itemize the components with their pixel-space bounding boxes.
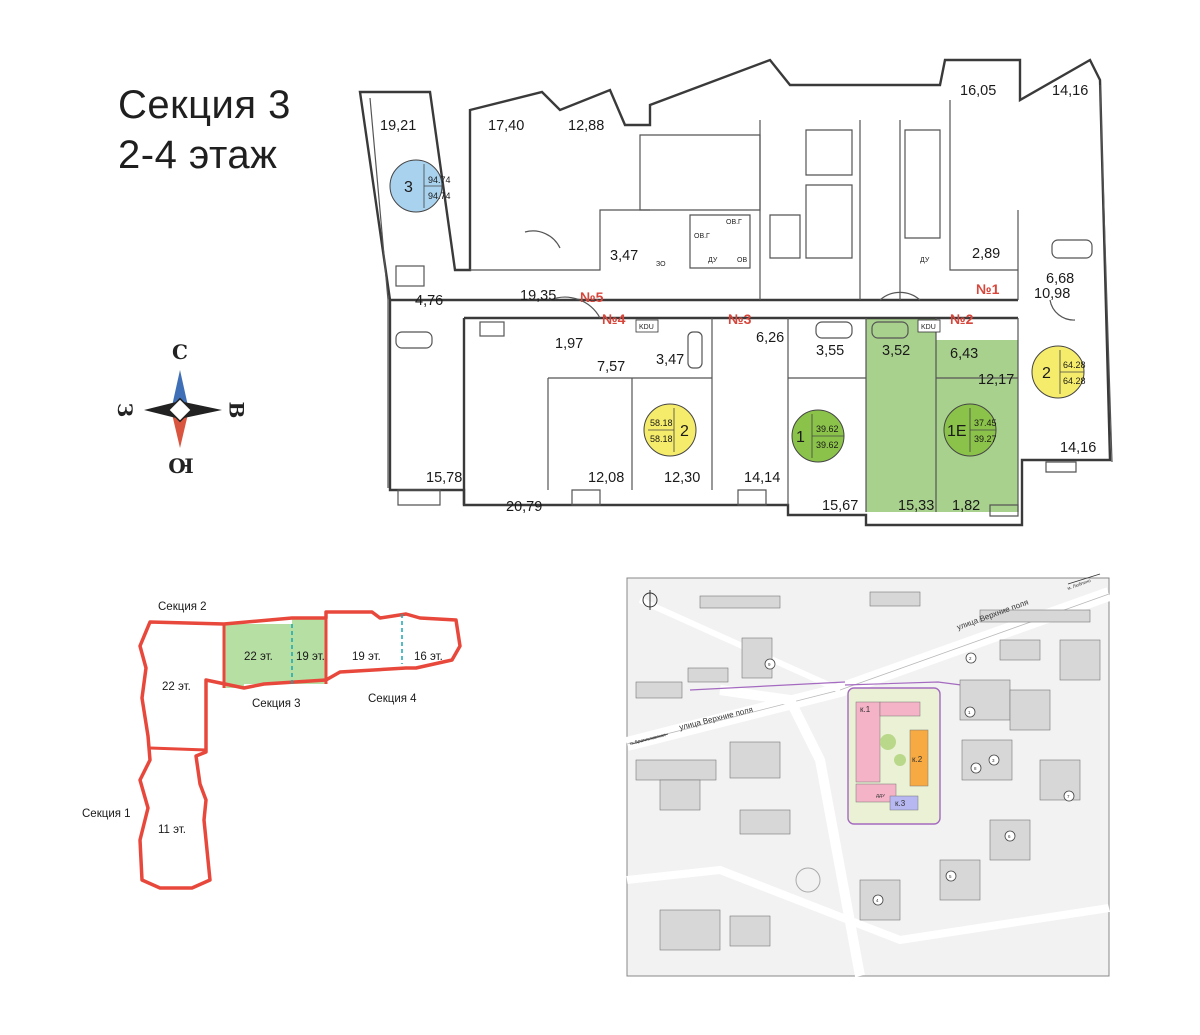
area-label: 19,21 [380, 118, 416, 134]
entrance-mark: №2 [950, 311, 974, 327]
tag-du: ДУ [708, 257, 718, 264]
area-label: 16,05 [960, 83, 996, 99]
entrance-mark: №1 [976, 281, 1000, 297]
area-label: 15,33 [898, 498, 934, 514]
area-label: 3,47 [656, 352, 684, 368]
area-label: 7,57 [597, 359, 625, 375]
section-label: Секция 2 [158, 601, 207, 613]
block-label: к.1 [860, 705, 871, 714]
area-label: 6,43 [950, 346, 978, 362]
area-label: 3,47 [610, 248, 638, 264]
entrance-mark: №4 [602, 311, 626, 327]
area-label: 12,17 [978, 372, 1014, 388]
tag-zo: ЗО [656, 261, 666, 268]
tag-kdu: KDU [921, 324, 936, 331]
marker-number: 8 [974, 766, 977, 771]
tag-ovg: ОВ.Г [726, 219, 742, 226]
apartment-badge: 2 64.28 64.28 [1031, 345, 1086, 399]
tag-kdu: KDU [639, 324, 654, 331]
area-label: 14,14 [744, 470, 780, 486]
floor-count: 16 эт. [414, 651, 443, 663]
area-label: 3,55 [816, 343, 844, 359]
floor-count: 22 эт. [244, 651, 273, 663]
entrance-mark: №3 [728, 311, 752, 327]
area-label: 10,98 [1034, 286, 1070, 302]
floor-count: 11 эт. [158, 824, 186, 836]
area-label: 12,08 [588, 470, 624, 486]
apartment-total: 39.62 [816, 424, 839, 434]
area-label: 2,89 [972, 246, 1000, 262]
area-label: 20,79 [506, 499, 542, 515]
area-label: 14,16 [1060, 440, 1096, 456]
apartment-badge: 1 39.62 39.62 [791, 409, 845, 463]
tag-ovg: ОВ.Г [694, 233, 710, 240]
floor-count: 22 эт. [162, 681, 191, 693]
marker-number: 2 [969, 656, 972, 661]
apartment-number: 1E [947, 423, 967, 440]
compass-north: С [172, 340, 188, 364]
area-label: 15,67 [822, 498, 858, 514]
block-label: ДДУ [876, 793, 885, 798]
apartment-total: 94.74 [428, 175, 451, 185]
title-block: Секция 3 2-4 этаж [118, 80, 291, 180]
section-label: Секция 3 [252, 698, 301, 710]
area-label: 4,76 [415, 293, 443, 309]
compass-rose-icon [144, 370, 222, 448]
marker-number: 3 [992, 758, 995, 763]
apartment-living: 39.62 [816, 440, 839, 450]
area-label: 12,30 [664, 470, 700, 486]
area-label: 1,82 [952, 498, 980, 514]
apartment-number: 3 [404, 179, 413, 196]
apartment-living: 39.27 [974, 434, 997, 444]
floor-count: 19 эт. [296, 651, 325, 663]
compass: С Ю З В [110, 340, 250, 480]
marker-number: 4 [876, 898, 879, 903]
area-label: 6,26 [756, 330, 784, 346]
apartment-living: 94.74 [428, 191, 451, 201]
section-label: Секция 1 [82, 808, 131, 820]
block-label: к.3 [895, 799, 906, 808]
apartment-badge: 1E 37.45 39.27 [943, 403, 997, 457]
entrance-mark: №5 [580, 289, 604, 305]
area-label: 17,40 [488, 118, 524, 134]
area-label: 3,52 [882, 343, 910, 359]
area-label: 12,88 [568, 118, 604, 134]
tag-ov: ОВ [737, 257, 747, 264]
section-label: Секция 4 [368, 693, 417, 705]
apartment-badge: 2 58.18 58.18 [643, 403, 697, 457]
apartment-total: 58.18 [650, 418, 673, 428]
apartment-total: 37.45 [974, 418, 997, 428]
floor-count: 19 эт. [352, 651, 381, 663]
block-label: к.2 [912, 755, 923, 764]
apartment-total: 64.28 [1063, 360, 1086, 370]
apartment-living: 64.28 [1063, 376, 1086, 386]
marker-number: 9 [768, 662, 771, 667]
area-label: 6,68 [1046, 271, 1074, 287]
marker-number: 7 [1067, 794, 1070, 799]
apartment-number: 1 [796, 429, 805, 446]
title-floors: 2-4 этаж [118, 133, 278, 177]
area-label: 15,78 [426, 470, 462, 486]
title-section: Секция 3 [118, 83, 291, 127]
area-label: 14,16 [1052, 83, 1088, 99]
tag-du: ДУ [920, 257, 930, 264]
apartment-number: 2 [680, 423, 689, 440]
apartment-badge: 3 94.74 94.74 [389, 159, 451, 213]
area-label: 1,97 [555, 336, 583, 352]
area-label: 19,35 [520, 288, 556, 304]
marker-number: 6 [1008, 834, 1011, 839]
apartment-living: 58.18 [650, 434, 673, 444]
marker-number: 5 [949, 874, 952, 879]
apartment-number: 2 [1042, 365, 1051, 382]
marker-number: 1 [968, 710, 971, 715]
